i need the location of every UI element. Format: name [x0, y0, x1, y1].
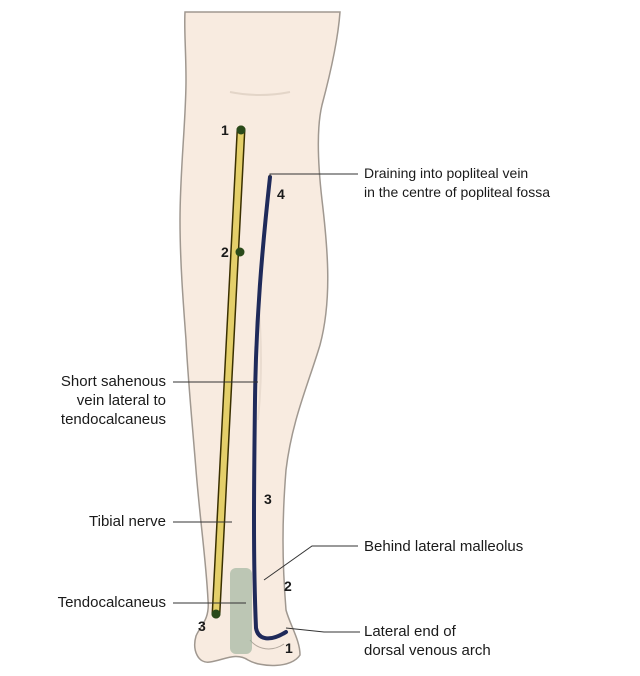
label-short-line2: vein lateral to — [61, 391, 166, 410]
vein-number-1: 1 — [285, 640, 293, 656]
vein-number-4: 4 — [277, 186, 285, 202]
nerve-number-2: 2 — [221, 244, 229, 260]
label-lateral-line2: dorsal venous arch — [364, 641, 491, 660]
label-draining-line2: in the centre of popliteal fossa — [364, 183, 550, 202]
nerve-point-1 — [237, 126, 246, 135]
label-draining-line1: Draining into popliteal vein — [364, 164, 550, 183]
label-short-line3: tendocalcaneus — [61, 410, 166, 429]
label-lateral-end: Lateral end of dorsal venous arch — [364, 622, 491, 660]
label-behind-malleolus: Behind lateral malleolus — [364, 537, 523, 556]
label-short-line1: Short sahenous — [61, 372, 166, 391]
nerve-point-3 — [212, 610, 221, 619]
label-lateral-line1: Lateral end of — [364, 622, 491, 641]
label-tibial-nerve: Tibial nerve — [89, 512, 166, 531]
leader-lateral — [286, 628, 360, 632]
nerve-number-3: 3 — [198, 618, 206, 634]
vein-number-2: 2 — [284, 578, 292, 594]
vein-number-3: 3 — [264, 491, 272, 507]
label-draining: Draining into popliteal vein in the cent… — [364, 164, 550, 202]
label-short-saphenous: Short sahenous vein lateral to tendocalc… — [61, 372, 166, 429]
tendocalcaneus — [230, 568, 252, 654]
nerve-point-2 — [236, 248, 245, 257]
nerve-number-1: 1 — [221, 122, 229, 138]
label-tendocalcaneus: Tendocalcaneus — [58, 593, 166, 612]
